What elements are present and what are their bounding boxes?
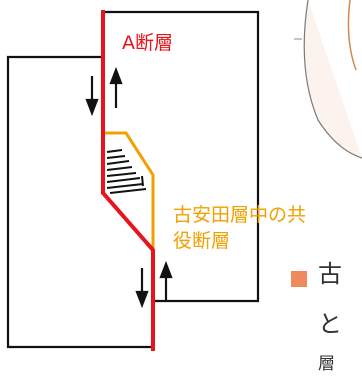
left-block-outline	[6, 55, 153, 349]
conjugate-fault-label-line1: 古安田層中の共	[173, 204, 307, 226]
displacement-arrow-upper	[85, 66, 123, 117]
side-text-line1: 古	[318, 260, 342, 288]
displacement-arrow-lower	[135, 260, 173, 309]
right-block-outline	[103, 10, 260, 303]
circle-arc	[303, 0, 362, 159]
conjugate-fault-label-line2: 役断層	[173, 230, 231, 252]
circle-arc-inner	[347, 0, 357, 71]
bullet-square-icon	[291, 271, 307, 287]
side-text-line3: 層	[318, 354, 335, 374]
fault-a-label: A断層	[122, 32, 173, 54]
hatch-marks	[106, 149, 147, 194]
fault-a-line	[101, 10, 155, 351]
side-text-line2: と	[318, 310, 342, 338]
